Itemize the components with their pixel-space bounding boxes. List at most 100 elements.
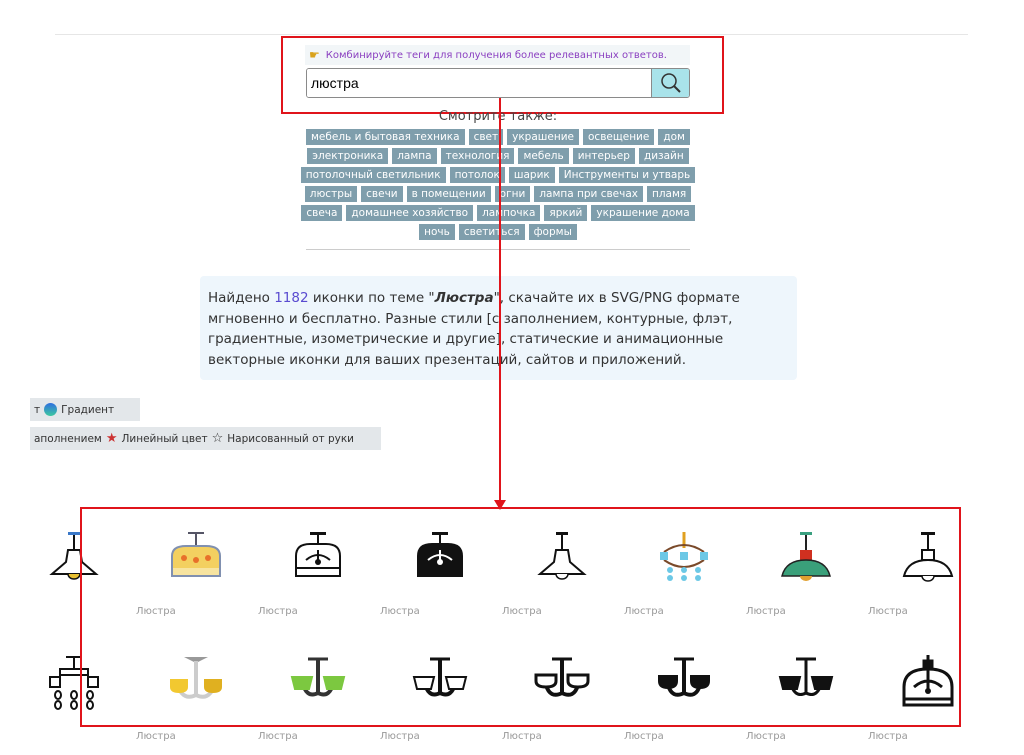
hint-text: Комбинируйте теги для получения более ре… [325, 49, 667, 61]
icon-label: Люстра [746, 606, 786, 617]
search-button[interactable] [651, 69, 689, 97]
search-input[interactable] [307, 69, 651, 97]
icon-card[interactable]: Люстра [746, 655, 868, 755]
tag[interactable]: люстры [304, 186, 358, 202]
tag[interactable]: мебель [518, 148, 569, 164]
ceiling-lamp-yellow-icon [171, 532, 221, 577]
chandelier-two-arm-yellow-icon [170, 657, 222, 699]
icon-card[interactable]: Люстра [502, 655, 624, 755]
tag[interactable]: огни [494, 186, 531, 202]
desc-text: ", скачайте их в SVG/PNG формате мгновен… [208, 290, 740, 368]
icon-label: Люстра [624, 606, 664, 617]
top-divider [55, 34, 968, 35]
pendant-lamp-green-icon [781, 532, 831, 581]
icon-card[interactable]: Люстра [502, 530, 624, 630]
annotation-arrowhead [494, 500, 506, 510]
tag[interactable]: лампа [392, 148, 437, 164]
search-hint: ☛ Комбинируйте теги для получения более … [305, 45, 690, 65]
tag[interactable]: в помещении [406, 186, 491, 202]
topic: Люстра [434, 290, 494, 306]
tag[interactable]: светиться [458, 224, 525, 240]
icon-card[interactable]: Люстра [258, 655, 380, 755]
divider [306, 249, 690, 250]
chandelier-two-arm-solid-icon [658, 657, 710, 697]
chandelier-two-arm-outline-round-icon [534, 657, 590, 697]
icon-label: Люстра [136, 606, 176, 617]
icon-card[interactable]: Люстра [136, 655, 258, 755]
tag[interactable]: украшение [507, 129, 579, 145]
filter-row-2: аполнением ★ Линейный цвет ☆ Нарисованны… [30, 427, 381, 450]
icon-card[interactable]: Люстра [868, 530, 990, 630]
search-bar [306, 68, 690, 98]
icon-card[interactable] [14, 530, 136, 630]
icon-card[interactable]: Люстра [258, 530, 380, 630]
tag[interactable]: ночь [419, 224, 455, 240]
pointing-hand-icon: ☛ [309, 48, 320, 62]
star-outline-icon: ☆ [211, 431, 224, 446]
tag[interactable]: технология [440, 148, 515, 164]
tag[interactable]: лампа при свечах [534, 186, 643, 202]
tag[interactable]: Инструменты и утварь [558, 167, 696, 183]
tag[interactable]: свечи [361, 186, 403, 202]
tag[interactable]: потолок [449, 167, 505, 183]
result-count-link[interactable]: 1182 [274, 290, 309, 306]
filter-hand-drawn[interactable]: Нарисованный от руки [227, 432, 355, 445]
tag[interactable]: интерьер [572, 148, 635, 164]
icon-label: Люстра [868, 606, 908, 617]
tag[interactable]: потолочный светильник [300, 167, 446, 183]
star-color-icon: ★ [105, 431, 118, 446]
tag[interactable]: формы [528, 224, 577, 240]
tag[interactable]: мебель и бытовая техника [306, 129, 465, 145]
search-icon [660, 73, 681, 93]
filter-row-1: т Градиент [30, 398, 140, 421]
icon-card[interactable]: Люстра [624, 655, 746, 755]
ceiling-chandelier-outline-icon [295, 532, 341, 577]
filter-filled[interactable]: аполнением [34, 432, 102, 445]
icon-label: Люстра [502, 606, 542, 617]
crystal-chandelier-outline-icon [49, 656, 99, 710]
tag[interactable]: свеча [301, 205, 343, 221]
icon-label: Люстра [380, 606, 420, 617]
icon-card[interactable]: Люстра [380, 530, 502, 630]
chandelier-two-arm-green-icon [290, 657, 346, 697]
annotation-arrow [499, 98, 501, 503]
icon-card[interactable]: Люстра [624, 530, 746, 630]
ceiling-dome-outline-icon [902, 655, 954, 707]
icon-label: Люстра [258, 606, 298, 617]
tag[interactable]: домашнее хозяйство [346, 205, 474, 221]
tag[interactable]: освещение [583, 129, 655, 145]
filter-flat[interactable]: т [34, 403, 41, 416]
tag[interactable]: шарик [508, 167, 555, 183]
gradient-circle-icon [44, 403, 58, 416]
chandelier-two-arm-outline-icon [412, 657, 468, 697]
results-description: Найдено 1182 иконки по теме "Люстра", ск… [200, 276, 797, 380]
tag[interactable]: электроника [307, 148, 389, 164]
desc-text: Найдено [208, 290, 275, 306]
icon-card[interactable]: Люстра [380, 655, 502, 755]
pendant-lamp-outline-color-icon [49, 532, 99, 580]
tag[interactable]: дом [658, 129, 690, 145]
tag[interactable]: украшение дома [591, 205, 695, 221]
tag[interactable]: дизайн [638, 148, 689, 164]
chandelier-two-arm-shades-icon [778, 657, 834, 696]
tag[interactable]: пламя [646, 186, 692, 202]
icon-card[interactable] [14, 655, 136, 755]
crystal-chandelier-blue-icon [660, 532, 708, 581]
icon-card[interactable]: Люстра [136, 530, 258, 630]
pendant-lamp-wide-icon [902, 532, 954, 582]
icon-card[interactable]: Люстра [746, 530, 868, 630]
filter-lineal-color[interactable]: Линейный цвет [121, 432, 208, 445]
tag[interactable]: лампочка [477, 205, 541, 221]
tag[interactable]: свет [468, 129, 504, 145]
filter-gradient[interactable]: Градиент [61, 403, 115, 416]
ceiling-chandelier-solid-icon [417, 532, 463, 577]
tag[interactable]: яркий [544, 205, 588, 221]
icon-card[interactable]: Люстра [868, 655, 990, 755]
